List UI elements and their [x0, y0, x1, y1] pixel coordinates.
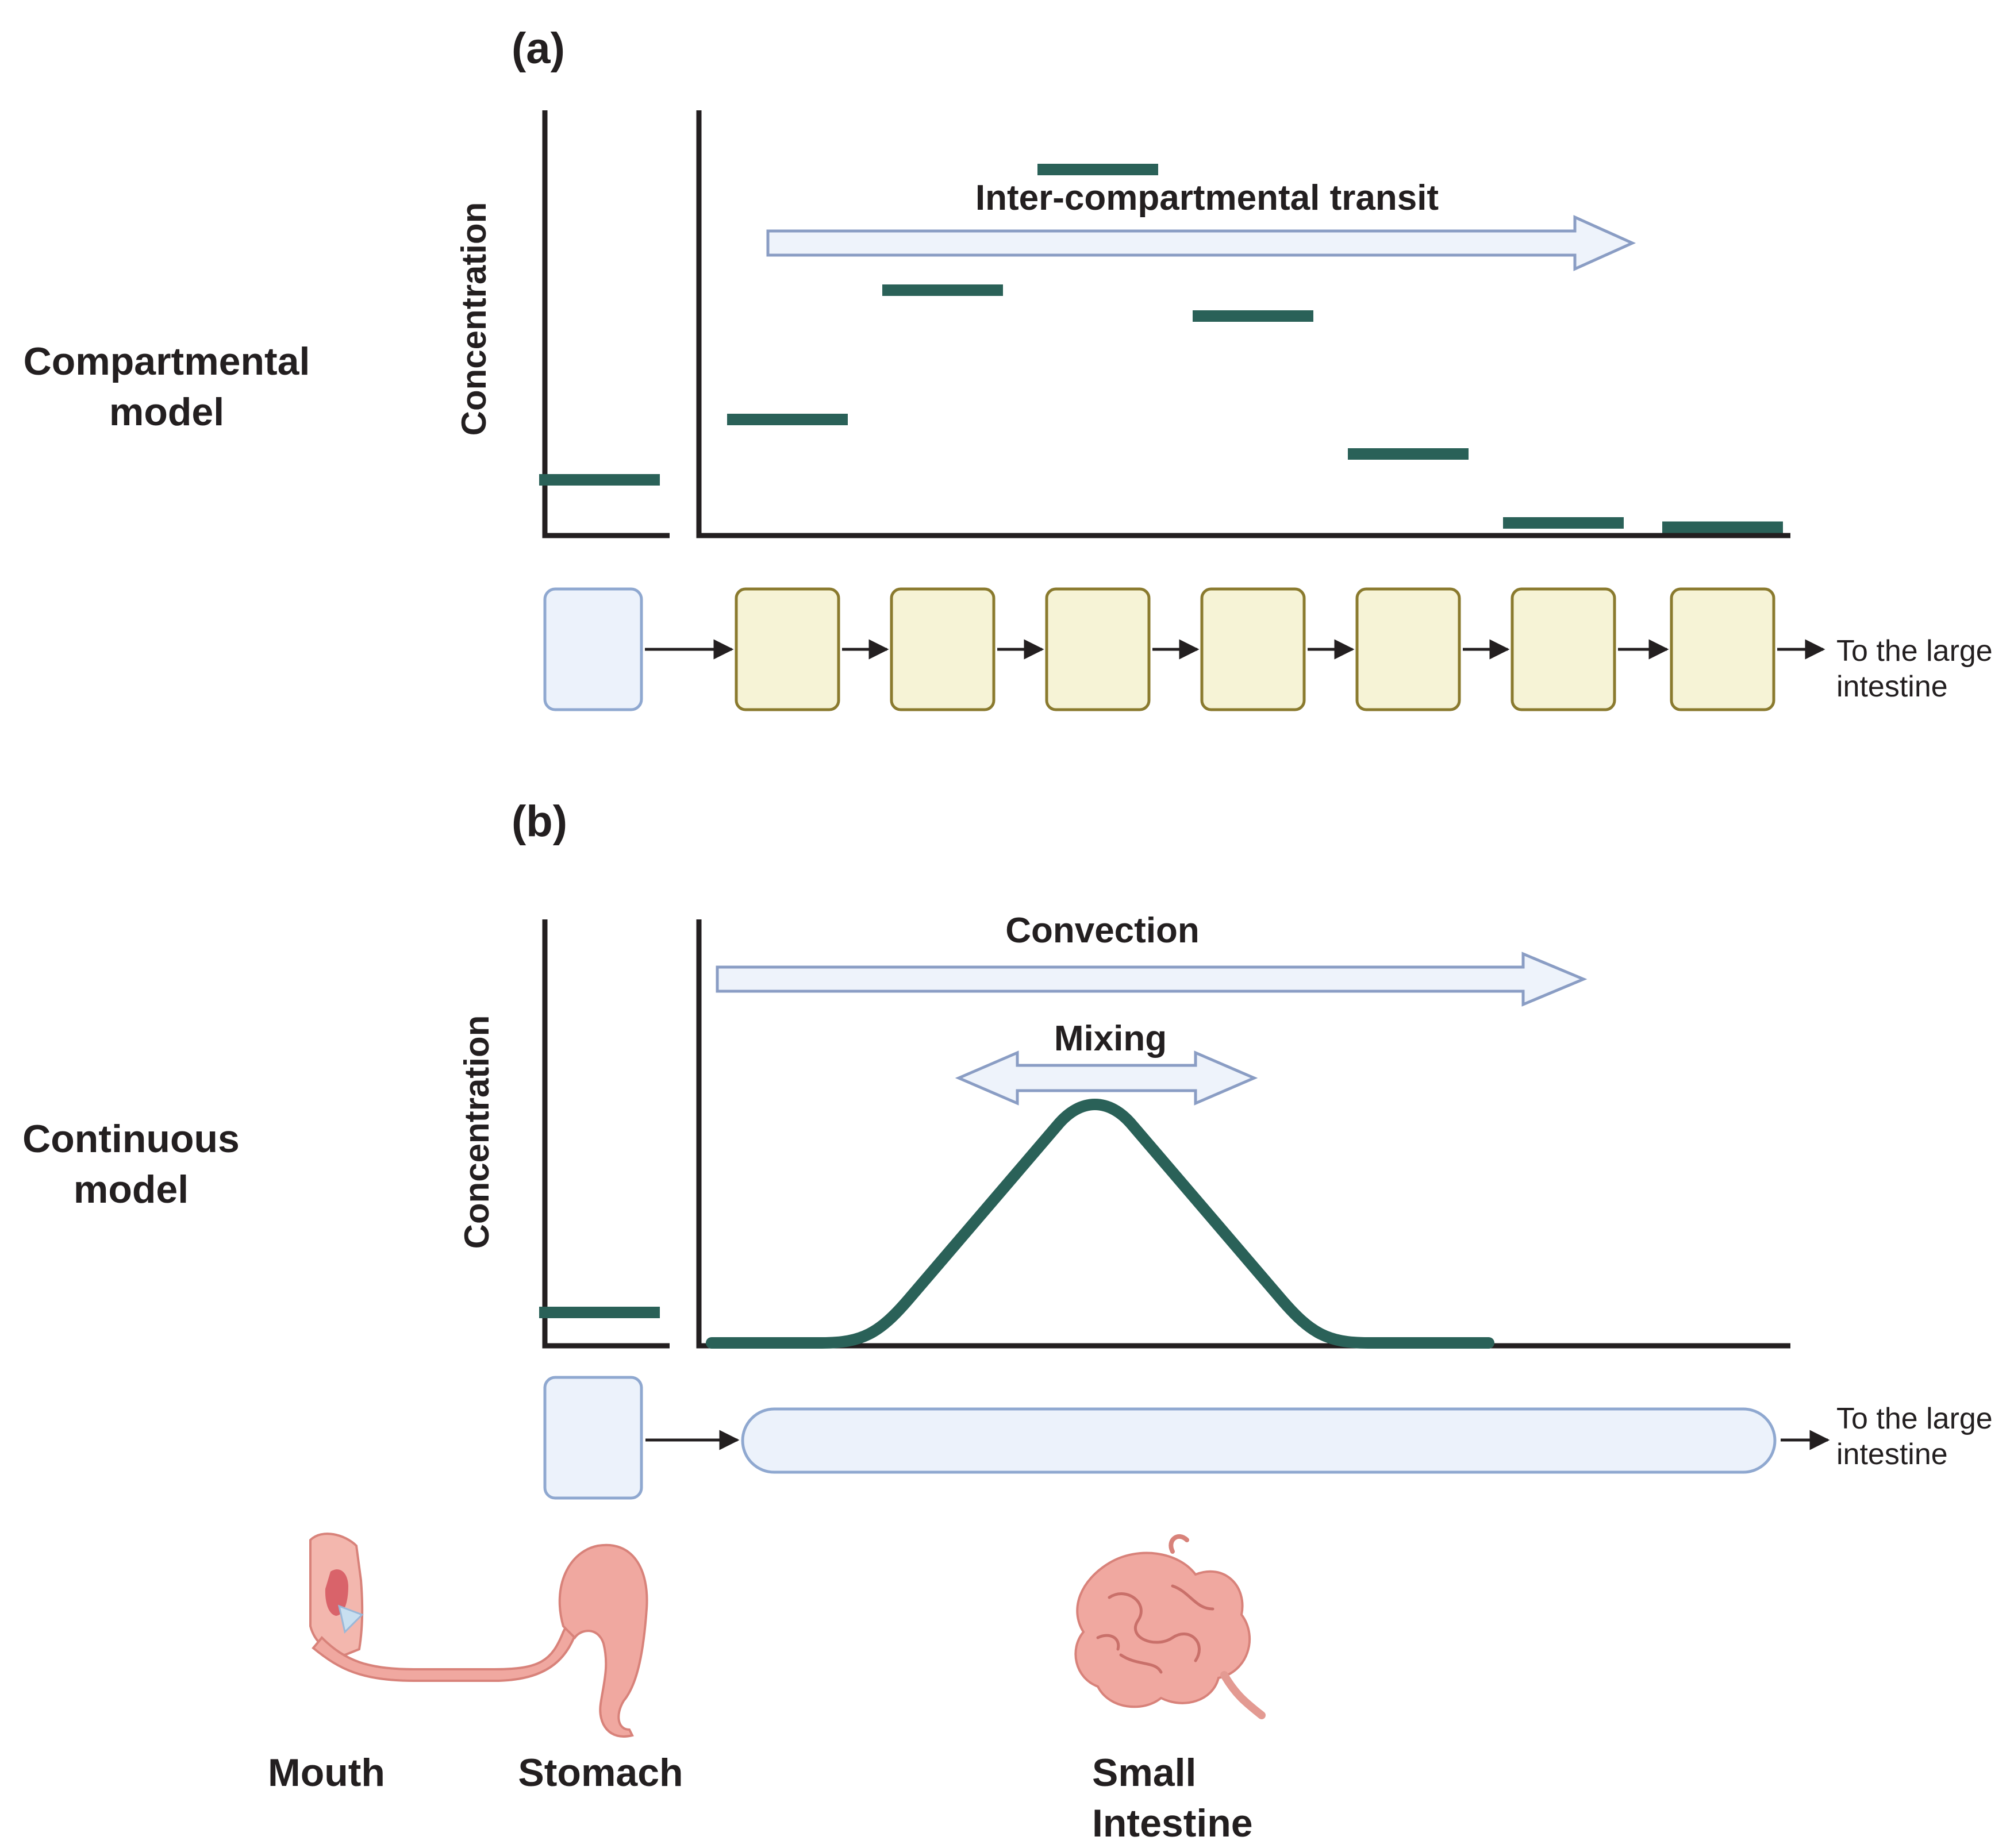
convection-arrow: [716, 952, 1588, 1007]
small-intestine-label-line-1: Small: [1092, 1751, 1196, 1795]
compartment-4: [1200, 587, 1306, 711]
concentration-curve: [706, 1099, 1494, 1349]
compartment-6: [1510, 587, 1616, 711]
epiglottis-icon: [337, 1604, 364, 1634]
panel-b-row-label: Continuous model: [22, 1117, 240, 1211]
compartment-5: [1355, 587, 1461, 711]
row-label-line-2: model: [109, 390, 224, 434]
y-axis-label-a: Concentration: [455, 202, 493, 436]
compartment-2: [890, 587, 996, 711]
row-label-b-line-2: model: [74, 1168, 189, 1211]
panel-a-row-label: Compartmental model: [24, 340, 310, 434]
compartment-3: [1045, 587, 1151, 711]
intestine-fold-lines: [1096, 1584, 1214, 1674]
throat-icon: [325, 1569, 348, 1616]
stomach-axis-a: [542, 110, 670, 538]
panel-b-label: (b): [512, 797, 567, 846]
small-intestine-illustration: [1074, 1534, 1266, 1719]
row-label-line-1: Compartmental: [24, 340, 310, 383]
exit-label-b-line-1: To the large: [1836, 1402, 1993, 1435]
mouth-esophagus-stomach-illustration: [309, 1533, 648, 1738]
stomach-compartment-a: [543, 587, 643, 711]
compartment-7: [1670, 587, 1775, 711]
small-intestine-label-line-2: Intestine: [1092, 1801, 1253, 1845]
mixing-label: Mixing: [1054, 1019, 1167, 1058]
stomach-axis-b: [542, 919, 670, 1349]
row-label-b-line-1: Continuous: [22, 1117, 240, 1161]
exit-label-b-line-2: intestine: [1836, 1438, 1948, 1471]
y-axis-label-b: Concentration: [458, 1015, 496, 1249]
exit-label-a-line-1: To the large: [1836, 634, 1993, 668]
stomach-icon: [558, 1543, 648, 1738]
stomach-compartment-b: [543, 1376, 643, 1500]
intestine-compartments: [735, 587, 1775, 711]
transit-arrow-label: Inter-compartmental transit: [975, 178, 1439, 218]
intestine-tube: [741, 1407, 1777, 1474]
intestine-exit-icon: [1220, 1671, 1266, 1719]
intestine-entry-icon: [1169, 1534, 1189, 1554]
panel-a-label: (a): [512, 24, 565, 73]
exit-label-b: To the large intestine: [1836, 1402, 1993, 1471]
transit-arrow: [766, 215, 1636, 271]
small-intestine-icon: [1074, 1551, 1251, 1708]
compartment-1: [735, 587, 840, 711]
stomach-label: Stomach: [518, 1751, 683, 1795]
exit-label-a-line-2: intestine: [1836, 670, 1948, 703]
intestine-axis-a: [696, 110, 1790, 538]
mouth-label: Mouth: [268, 1751, 385, 1795]
panel-a-concentration-bars: [539, 164, 1783, 533]
exit-label-a: To the large intestine: [1836, 634, 1993, 703]
panel-a-axes: [542, 110, 1790, 538]
mixing-arrow: [955, 1050, 1258, 1106]
convection-label: Convection: [1005, 911, 1200, 950]
